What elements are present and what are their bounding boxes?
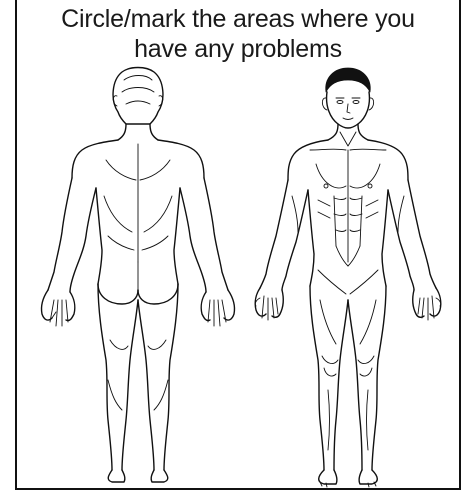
back-head [113,68,163,125]
body-outline-front[interactable] [255,68,441,487]
body-outline-back[interactable] [41,68,234,483]
front-head [327,92,370,128]
